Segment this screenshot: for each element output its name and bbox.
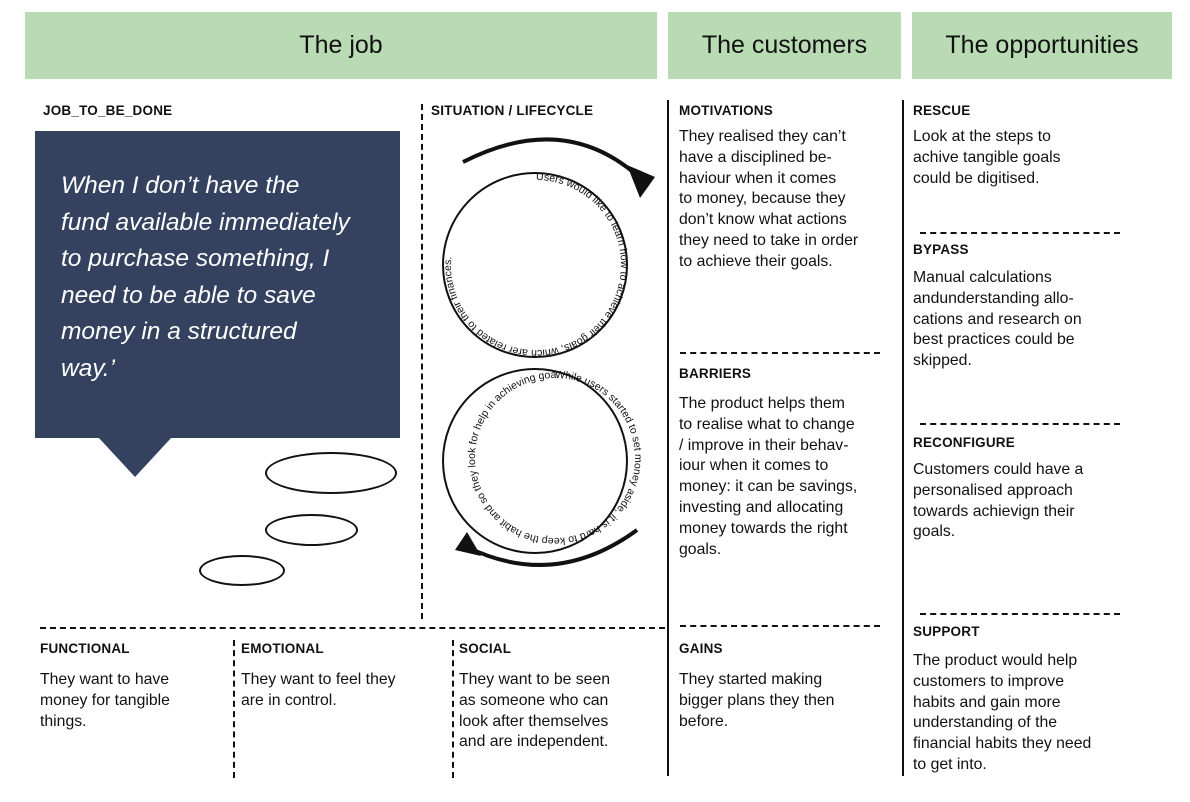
divider-customers-opportunities bbox=[902, 100, 904, 776]
cycle-bottom-text: While users started to set money aside, … bbox=[415, 120, 644, 547]
divider-job-bottom bbox=[40, 627, 665, 629]
divider-motivations-barriers bbox=[680, 352, 880, 354]
header-the-opportunities: The opportunities bbox=[912, 12, 1172, 79]
social-text: They want to be seen as someone who can … bbox=[459, 671, 611, 751]
divider-reconfigure-support bbox=[920, 613, 1120, 615]
situation-lifecycle-label: SITUATION / LIFECYCLE bbox=[431, 103, 594, 118]
gains-text: They started making bigger plans they th… bbox=[679, 671, 835, 730]
cycle-arrowhead-bottom bbox=[455, 532, 481, 556]
divider-emotional-social bbox=[452, 640, 454, 778]
header-the-job: The job bbox=[25, 12, 657, 79]
support-text: The product would help customers to impr… bbox=[913, 652, 1092, 773]
cycle-arrow-bottom bbox=[466, 528, 639, 567]
emotional-text: They want to feel they are in control. bbox=[241, 671, 396, 709]
lifecycle-diagram: Users would like to learn how to achieve… bbox=[415, 120, 655, 567]
motivations-label: MOTIVATIONS bbox=[679, 103, 773, 118]
barriers-text: The product helps them to realise what t… bbox=[679, 395, 858, 558]
divider-barriers-gains bbox=[680, 625, 880, 627]
lifecycle-circle-top bbox=[442, 172, 628, 358]
bypass-label: BYPASS bbox=[913, 242, 969, 257]
motivations-text: They realised they can’t have a discipli… bbox=[679, 128, 859, 270]
header-the-customers: The customers bbox=[668, 12, 901, 79]
reconfigure-label: RECONFIGURE bbox=[913, 435, 1015, 450]
thought-bubble-large bbox=[265, 452, 397, 494]
divider-situation bbox=[421, 104, 423, 619]
thought-bubble-small bbox=[199, 555, 285, 586]
functional-text: They want to have money for tangible thi… bbox=[40, 671, 170, 730]
barriers-label: BARRIERS bbox=[679, 366, 752, 381]
divider-rescue-bypass bbox=[920, 232, 1120, 234]
gains-label: GAINS bbox=[679, 641, 723, 656]
bypass-text: Manual calculations andunderstanding all… bbox=[913, 269, 1082, 370]
social-label: SOCIAL bbox=[459, 641, 512, 656]
cycle-arrowhead-top bbox=[627, 165, 655, 198]
emotional-label: EMOTIONAL bbox=[241, 641, 324, 656]
speech-bubble-tail bbox=[98, 437, 172, 477]
divider-bypass-reconfigure bbox=[920, 423, 1120, 425]
cycle-arrow-top bbox=[462, 137, 642, 180]
job-statement-text: When I don’t have the fund available imm… bbox=[61, 172, 350, 382]
job-to-be-done-label: JOB_TO_BE_DONE bbox=[43, 103, 173, 118]
support-label: SUPPORT bbox=[913, 624, 980, 639]
divider-functional-emotional bbox=[233, 640, 235, 778]
job-statement-bubble bbox=[35, 131, 400, 438]
rescue-label: RESCUE bbox=[913, 103, 971, 118]
divider-job-customers bbox=[667, 100, 669, 776]
thought-bubble-medium bbox=[265, 514, 358, 546]
reconfigure-text: Customers could have a personalised appr… bbox=[913, 461, 1084, 541]
functional-label: FUNCTIONAL bbox=[40, 641, 130, 656]
lifecycle-circle-bottom bbox=[442, 368, 628, 554]
rescue-text: Look at the steps to achive tangible goa… bbox=[913, 128, 1061, 187]
